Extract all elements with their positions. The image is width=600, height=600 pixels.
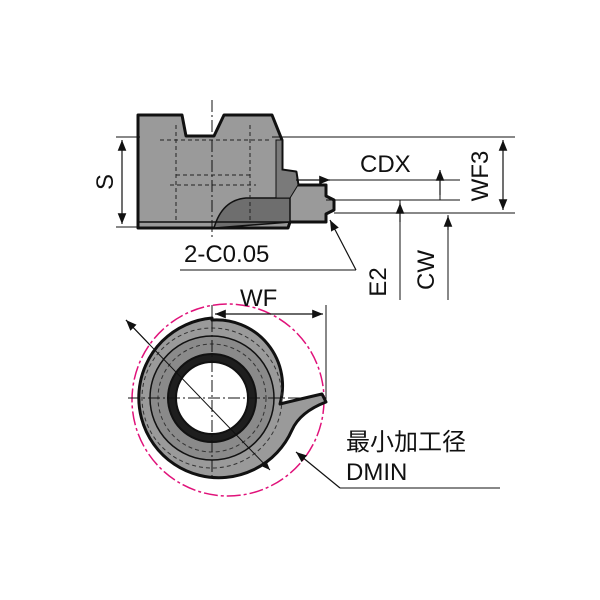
label-wf: WF [240, 285, 277, 312]
label-min-dia-jp: 最小加工径 [346, 428, 466, 456]
label-s: S [92, 174, 119, 190]
side-view: S WF3 CDX E2 CW 2-C0.05 [92, 100, 515, 300]
top-view: WF 最小加工径 DMIN [125, 285, 500, 497]
insert-right-face [275, 139, 299, 199]
label-dmin: DMIN [346, 459, 407, 486]
label-chamfer: 2-C0.05 [184, 241, 269, 268]
label-e2: E2 [365, 267, 392, 296]
label-cw: CW [413, 250, 440, 290]
label-cdx: CDX [360, 151, 411, 178]
label-wf3: WF3 [467, 151, 494, 202]
